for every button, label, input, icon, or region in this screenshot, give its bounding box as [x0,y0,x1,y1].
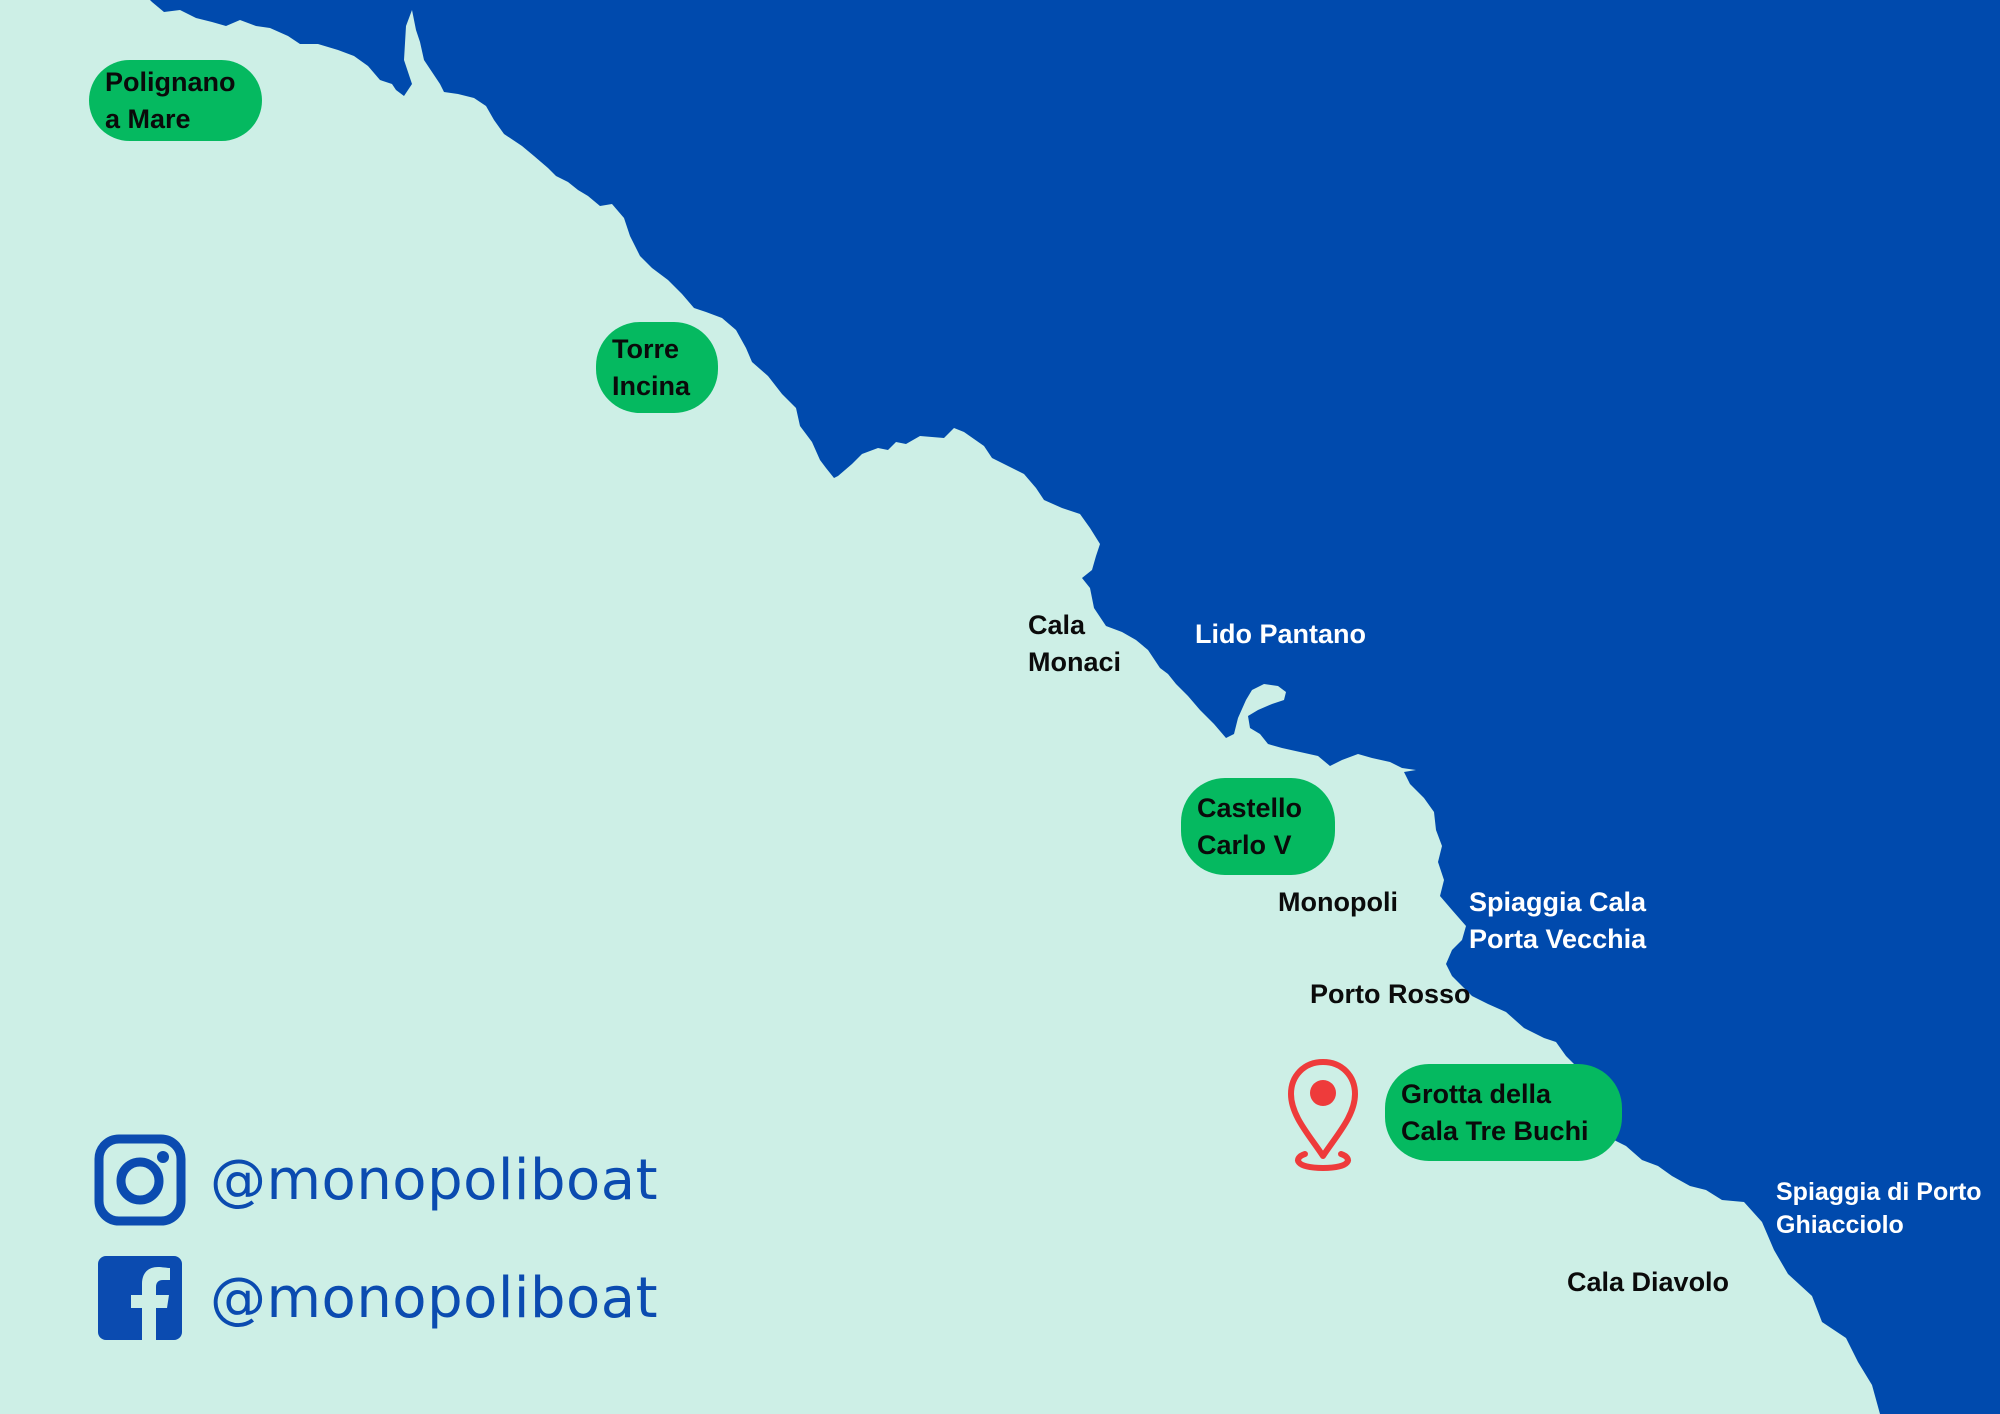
place-label-torre-incina[interactable]: Torre Incina [596,322,718,413]
place-label-polignano-a-mare[interactable]: Polignano a Mare [89,60,262,141]
place-label-cala-diavolo[interactable]: Cala Diavolo [1567,1267,1730,1297]
facebook-handle: @monopoliboat [210,1265,659,1331]
facebook-icon [92,1250,188,1346]
place-label-cala-monaci[interactable]: Cala Monaci [1028,610,1122,677]
place-label-spiaggia-cala-porta-vecchia[interactable]: Spiaggia Cala Porta Vecchia [1469,887,1647,954]
instagram-icon [92,1132,188,1228]
place-label-spiaggia-di-porto-ghiacciolo[interactable]: Spiaggia di Porto Ghiacciolo [1776,1178,1982,1239]
location-pin-icon[interactable] [1283,1056,1363,1172]
instagram-link[interactable]: @monopoliboat [92,1132,658,1228]
place-label-monopoli[interactable]: Monopoli [1278,887,1398,917]
place-label-castello-carlo-v[interactable]: Castello Carlo V [1181,778,1335,875]
place-label-grotta-della-cala-tre-buchi[interactable]: Grotta della Cala Tre Buchi [1385,1064,1622,1161]
instagram-handle: @monopoliboat [210,1147,659,1213]
facebook-link[interactable]: @monopoliboat [92,1250,658,1346]
place-label-lido-pantano[interactable]: Lido Pantano [1195,619,1366,649]
place-label-porto-rosso[interactable]: Porto Rosso [1310,979,1471,1009]
